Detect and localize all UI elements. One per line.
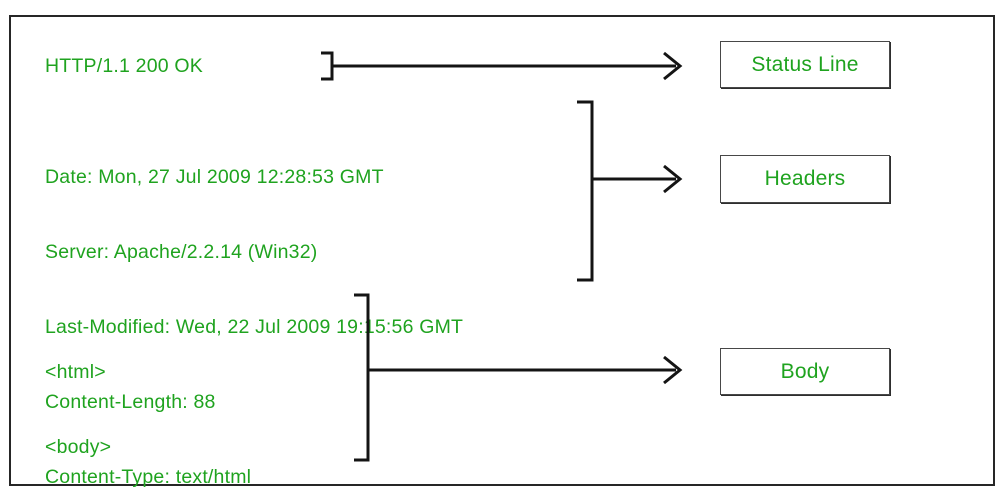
header-line: Date: Mon, 27 Jul 2009 12:28:53 GMT	[45, 166, 384, 188]
body-label-box: Body	[720, 348, 890, 395]
headers-label-box: Headers	[720, 155, 890, 203]
header-line: Content-Length: 88	[45, 391, 216, 413]
status-line-label-box: Status Line	[720, 41, 890, 88]
body-line: <html>	[45, 361, 106, 383]
status-line-text: HTTP/1.1 200 OK	[45, 55, 203, 77]
headers-label: Headers	[764, 167, 846, 190]
header-line: Content-Type: text/html	[45, 466, 252, 488]
diagram-outer-frame	[9, 15, 995, 486]
header-line: Server: Apache/2.2.14 (Win32)	[45, 241, 318, 263]
body-text-block: <html> <body> <h1>Hello, World!</h1> </b…	[45, 310, 255, 499]
status-line-label: Status Line	[751, 52, 859, 76]
headers-text-block: Date: Mon, 27 Jul 2009 12:28:53 GMT Serv…	[45, 115, 463, 499]
body-label: Body	[780, 359, 830, 383]
body-line: <body>	[45, 436, 112, 458]
